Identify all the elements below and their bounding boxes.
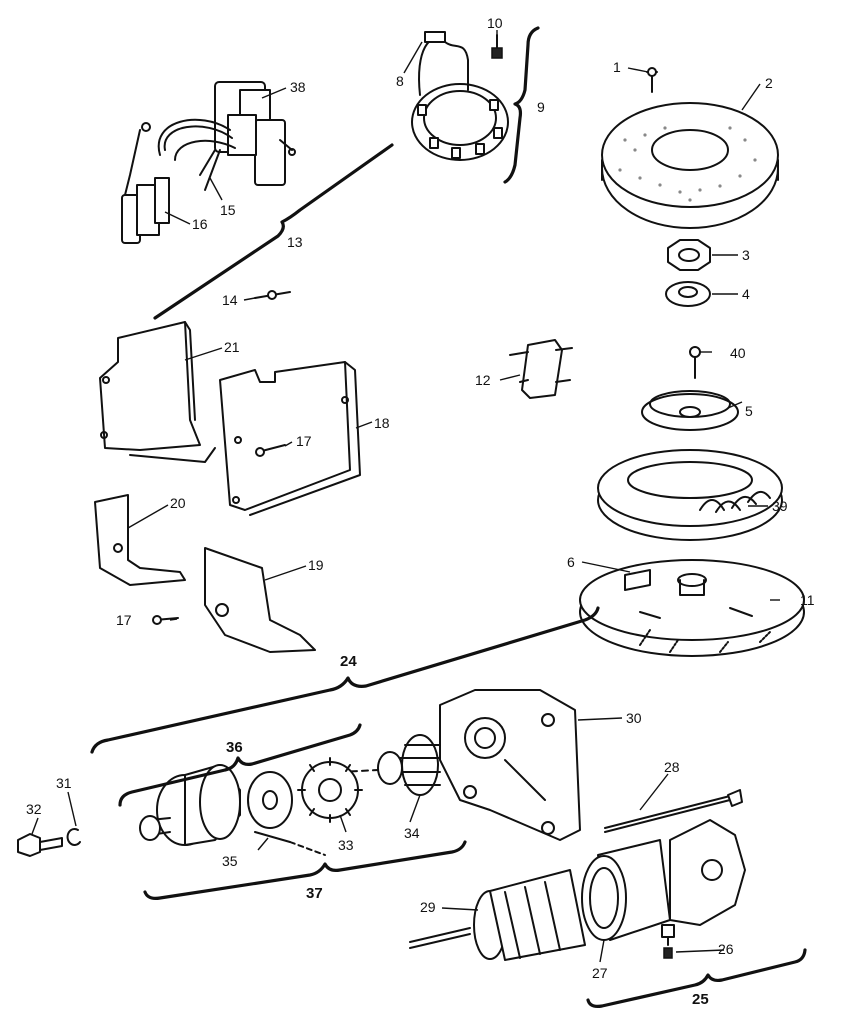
- part-pin-35: [254, 831, 326, 856]
- callout-6: 6: [567, 554, 575, 570]
- brace-25: [586, 948, 807, 1008]
- callout-18: 18: [374, 415, 390, 431]
- part-housing-30: [439, 689, 581, 841]
- brace-24: [90, 606, 600, 754]
- brace-13: [153, 143, 394, 320]
- callout-24: 24: [340, 653, 357, 670]
- callout-3: 3: [742, 247, 750, 263]
- callout-17b: 17: [116, 612, 132, 628]
- callout-2: 2: [765, 75, 773, 91]
- callout-9: 9: [537, 99, 545, 115]
- callout-8: 8: [396, 73, 404, 89]
- callout-5: 5: [745, 403, 753, 419]
- callout-16: 16: [192, 216, 208, 232]
- part-frame-27: [581, 839, 671, 941]
- callout-38: 38: [290, 79, 306, 95]
- callout-35: 35: [222, 853, 238, 869]
- part-brush-holder-assembly: [121, 81, 296, 244]
- callout-10: 10: [487, 15, 503, 31]
- callout-11: 11: [800, 592, 815, 608]
- part-drive-36: [139, 764, 241, 846]
- callout-20: 20: [170, 495, 186, 511]
- part-baffle-19: [204, 547, 316, 653]
- callout-labels: 1 2 3 4 5 6 8 9 10 11 12 13 14 15 16 17 …: [26, 15, 815, 1008]
- part-clip-31: [66, 827, 81, 846]
- callout-13: 13: [287, 234, 303, 250]
- part-washer: [247, 771, 293, 829]
- part-screw-40: [689, 346, 701, 379]
- part-armature-29: [409, 869, 613, 961]
- part-through-bolt-28: [604, 789, 743, 833]
- part-screw-17b: [152, 615, 179, 625]
- part-blower-cover: [601, 67, 779, 307]
- callout-4: 4: [742, 286, 750, 302]
- callout-33: 33: [338, 837, 354, 853]
- callout-30: 30: [626, 710, 642, 726]
- callout-28: 28: [664, 759, 680, 775]
- callout-17a: 17: [296, 433, 312, 449]
- part-terminal-block-12: [509, 339, 573, 399]
- part-shroud-21: [99, 321, 216, 463]
- callout-34: 34: [404, 825, 420, 841]
- callout-36: 36: [226, 739, 243, 756]
- callout-12: 12: [475, 372, 491, 388]
- callout-29: 29: [420, 899, 436, 915]
- part-bolt-32: [17, 833, 63, 857]
- part-endcap-25: [661, 819, 746, 946]
- callout-39: 39: [772, 498, 788, 514]
- callout-31: 31: [56, 775, 72, 791]
- part-screw-17a: [255, 444, 286, 457]
- part-shroud-18: [219, 361, 361, 516]
- part-gear-33: [297, 757, 363, 823]
- part-screw-14: [254, 290, 291, 300]
- callout-32: 32: [26, 801, 42, 817]
- part-cup-5: [641, 390, 739, 431]
- callout-19: 19: [308, 557, 324, 573]
- callout-37: 37: [306, 885, 323, 902]
- brace-9: [503, 26, 540, 184]
- part-baffle-20: [94, 494, 186, 586]
- callout-14: 14: [222, 292, 238, 308]
- callout-27: 27: [592, 965, 608, 981]
- callout-15: 15: [220, 202, 236, 218]
- part-flywheel-11: [579, 559, 805, 657]
- brace-37: [143, 840, 467, 900]
- callout-25: 25: [692, 991, 709, 1008]
- part-screw-26: [663, 947, 673, 959]
- callout-26: 26: [718, 941, 734, 957]
- leader-lines: [31, 30, 780, 963]
- brace-36: [118, 723, 362, 807]
- part-stator-ring: [411, 31, 509, 161]
- callout-21: 21: [224, 339, 240, 355]
- part-ring-39: [597, 449, 783, 541]
- callout-1: 1: [613, 59, 621, 75]
- callout-40: 40: [730, 345, 746, 361]
